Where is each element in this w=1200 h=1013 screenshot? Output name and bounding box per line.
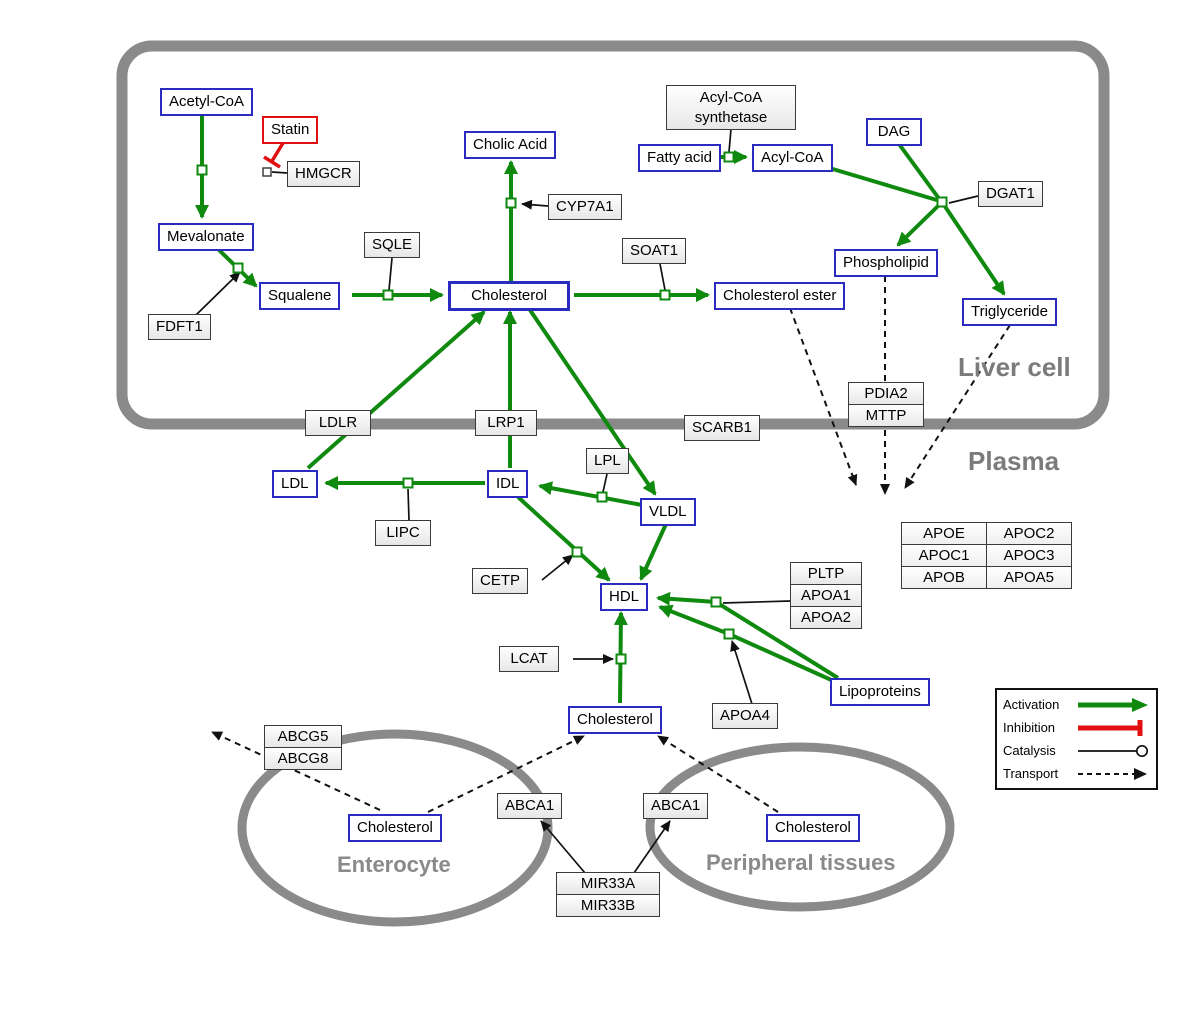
node-acetyl-coa[interactable]: Acetyl-CoA xyxy=(160,88,254,116)
node-lrp1[interactable]: LRP1 xyxy=(475,410,537,436)
legend-transport-label: Transport xyxy=(1003,766,1059,781)
legend-row-transport: Transport xyxy=(1003,762,1150,785)
node-lcat[interactable]: LCAT xyxy=(499,646,559,672)
node-fdft1[interactable]: FDFT1 xyxy=(148,314,211,340)
transport-edges xyxy=(211,276,1011,813)
catalysis-anchor-square xyxy=(262,167,272,177)
node-mevalonate[interactable]: Mevalonate xyxy=(158,223,254,251)
activation-edges xyxy=(195,114,1006,704)
node-mir33a[interactable]: MIR33A xyxy=(556,872,660,895)
node-acyl-coa[interactable]: Acyl-CoA xyxy=(752,144,833,172)
group-abcg5-abcg8: ABCG5 ABCG8 xyxy=(264,725,342,770)
legend-row-inhibition: Inhibition xyxy=(1003,716,1150,739)
node-cholesterol-peripheral[interactable]: Cholesterol xyxy=(766,814,860,842)
node-mir33b[interactable]: MIR33B xyxy=(556,894,660,917)
node-sqle[interactable]: SQLE xyxy=(364,232,421,258)
legend-catalysis-label: Catalysis xyxy=(1003,743,1056,758)
node-abca1-right[interactable]: ABCA1 xyxy=(643,793,709,819)
node-apoa1[interactable]: APOA1 xyxy=(790,584,862,607)
node-acyl-coa-synthetase[interactable]: Acyl-CoA synthetase xyxy=(666,85,796,130)
node-apoc1[interactable]: APOC1 xyxy=(901,544,987,567)
node-apoa5[interactable]: APOA5 xyxy=(986,566,1072,589)
node-lipc[interactable]: LIPC xyxy=(375,520,431,546)
node-cholic-acid[interactable]: Cholic Acid xyxy=(464,131,557,159)
node-lpl[interactable]: LPL xyxy=(586,448,629,474)
node-dgat1[interactable]: DGAT1 xyxy=(978,181,1043,207)
node-phospholipid[interactable]: Phospholipid xyxy=(834,249,938,277)
node-cholesterol-ester[interactable]: Cholesterol ester xyxy=(714,282,846,310)
node-idl[interactable]: IDL xyxy=(487,470,529,498)
node-triglyceride[interactable]: Triglyceride xyxy=(962,298,1057,326)
node-vldl[interactable]: VLDL xyxy=(640,498,696,526)
node-lipoproteins[interactable]: Lipoproteins xyxy=(830,678,930,706)
legend: Activation Inhibition Catalysis Transpor… xyxy=(995,688,1158,790)
group-pltp-apoa1-apoa2: PLTP APOA1 APOA2 xyxy=(790,562,862,629)
node-cholesterol-plasma[interactable]: Cholesterol xyxy=(568,706,662,734)
node-apoa4[interactable]: APOA4 xyxy=(712,703,779,729)
inhibition-edge xyxy=(263,142,285,169)
node-apob[interactable]: APOB xyxy=(901,566,987,589)
node-soat1[interactable]: SOAT1 xyxy=(622,238,687,264)
reaction-anchors xyxy=(196,151,948,665)
group-mir33: MIR33A MIR33B xyxy=(556,872,660,917)
node-mttp[interactable]: MTTP xyxy=(848,404,924,427)
group-pdia2-mttp: PDIA2 MTTP xyxy=(848,382,924,427)
node-cyp7a1[interactable]: CYP7A1 xyxy=(548,194,622,220)
node-fatty-acid[interactable]: Fatty acid xyxy=(638,144,722,172)
node-apoa2[interactable]: APOA2 xyxy=(790,606,862,629)
liver-cell-label: Liver cell xyxy=(958,352,1071,382)
node-abcg5[interactable]: ABCG5 xyxy=(264,725,342,748)
node-squalene[interactable]: Squalene xyxy=(259,282,341,310)
legend-row-activation: Activation xyxy=(1003,693,1150,716)
node-hdl[interactable]: HDL xyxy=(600,583,649,611)
node-cholesterol-liver[interactable]: Cholesterol xyxy=(448,281,570,311)
activation-arrow-icon xyxy=(1078,697,1148,712)
node-apoc2[interactable]: APOC2 xyxy=(986,522,1072,545)
plasma-label: Plasma xyxy=(968,446,1060,476)
node-statin[interactable]: Statin xyxy=(262,116,319,144)
peripheral-tissues-membrane xyxy=(645,742,955,912)
transport-dashed-arrow-icon xyxy=(1078,767,1147,780)
node-scarb1[interactable]: SCARB1 xyxy=(684,415,761,441)
liver-cell-membrane xyxy=(116,40,1110,430)
catalysis-circle-icon xyxy=(1078,744,1149,757)
legend-activation-label: Activation xyxy=(1003,697,1060,712)
node-pdia2[interactable]: PDIA2 xyxy=(848,382,924,405)
peripheral-tissues-label: Peripheral tissues xyxy=(706,850,896,875)
node-ldlr[interactable]: LDLR xyxy=(305,410,371,436)
catalysis-edges xyxy=(195,128,979,874)
enterocyte-label: Enterocyte xyxy=(337,852,451,877)
inhibition-tee-icon xyxy=(1078,719,1143,736)
legend-row-catalysis: Catalysis xyxy=(1003,739,1150,762)
node-dag[interactable]: DAG xyxy=(866,118,922,146)
legend-inhibition-label: Inhibition xyxy=(1003,720,1056,735)
node-apoc3[interactable]: APOC3 xyxy=(986,544,1072,567)
node-abcg8[interactable]: ABCG8 xyxy=(264,747,342,770)
group-apolipoproteins: APOE APOC2 APOC1 APOC3 APOB APOA5 xyxy=(901,522,1072,589)
node-abca1-left[interactable]: ABCA1 xyxy=(497,793,563,819)
node-cholesterol-enterocyte[interactable]: Cholesterol xyxy=(348,814,442,842)
node-hmgcr[interactable]: HMGCR xyxy=(287,161,360,187)
node-cetp[interactable]: CETP xyxy=(472,568,529,594)
node-ldl[interactable]: LDL xyxy=(272,470,318,498)
node-pltp[interactable]: PLTP xyxy=(790,562,862,585)
node-apoe[interactable]: APOE xyxy=(901,522,987,545)
